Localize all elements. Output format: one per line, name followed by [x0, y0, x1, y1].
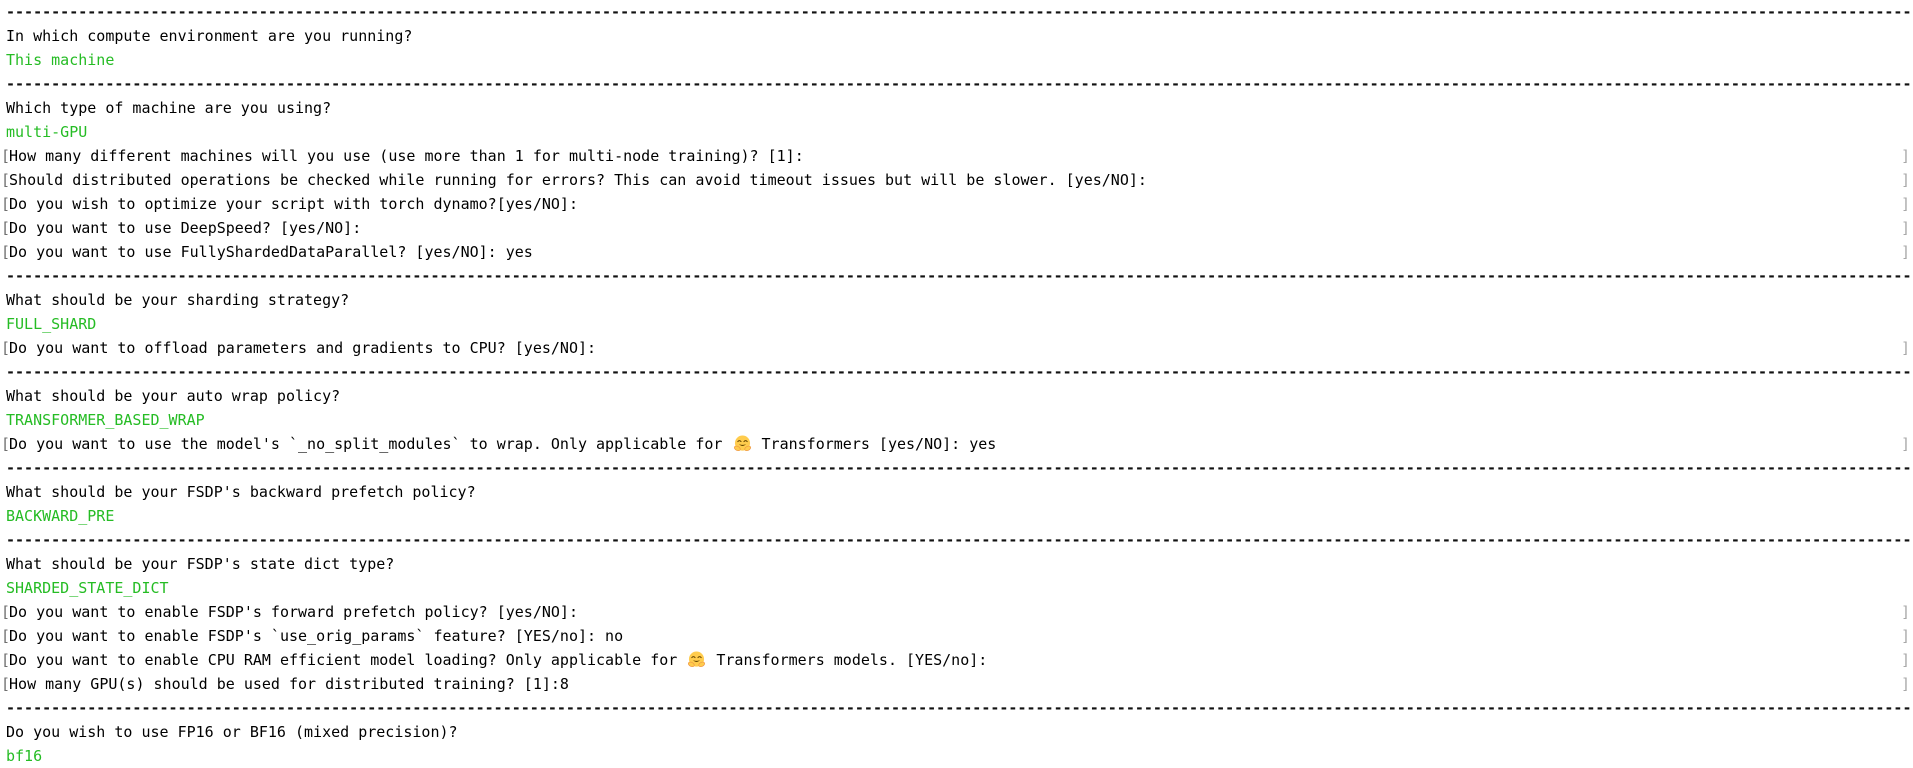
question-line: Which type of machine are you using?: [6, 99, 332, 117]
left-bracket: [: [1, 219, 11, 237]
right-bracket: ]: [1900, 147, 1910, 165]
left-bracket: [: [1, 339, 11, 357]
prompt-line: [How many different machines will you us…: [0, 144, 1913, 168]
prompt-line: [Do you want to offload parameters and g…: [0, 336, 1913, 360]
prompt-line: [How many GPU(s) should be used for dist…: [0, 672, 1913, 696]
answer-line: This machine: [6, 51, 115, 69]
right-bracket: ]: [1900, 675, 1910, 693]
prompt-line: [Do you want to use FullyShardedDataPara…: [0, 240, 1913, 264]
right-bracket: ]: [1900, 243, 1910, 261]
left-bracket: [: [1, 603, 11, 621]
hugging-face-emoji: [733, 435, 751, 452]
hugging-face-emoji: [688, 651, 706, 668]
question-line: Do you wish to use FP16 or BF16 (mixed p…: [6, 723, 458, 741]
question-line: What should be your sharding strategy?: [6, 291, 350, 309]
answer-line: BACKWARD_PRE: [6, 507, 115, 525]
question-line: In which compute environment are you run…: [6, 27, 413, 45]
left-bracket: [: [1, 675, 11, 693]
left-bracket: [: [1, 435, 11, 453]
prompt-line: [Should distributed operations be checke…: [0, 168, 1913, 192]
right-bracket: ]: [1900, 219, 1910, 237]
answer-line: bf16: [6, 747, 43, 765]
prompt-text: Do you want to use the model's `_no_spli…: [9, 435, 997, 453]
prompt-text: Should distributed operations be checked…: [9, 171, 1156, 189]
right-bracket: ]: [1900, 195, 1910, 213]
left-bracket: [: [1, 147, 11, 165]
prompt-text: Do you want to enable FSDP's `use_orig_p…: [9, 627, 624, 645]
left-bracket: [: [1, 195, 11, 213]
left-bracket: [: [1, 171, 11, 189]
right-bracket: ]: [1900, 651, 1910, 669]
prompt-text: Do you want to use FullyShardedDataParal…: [9, 243, 533, 261]
left-bracket: [: [1, 243, 11, 261]
answer-line: multi-GPU: [6, 123, 88, 141]
separator-line: ----------------------------------------…: [6, 267, 1912, 285]
prompt-text: Do you wish to optimize your script with…: [9, 195, 587, 213]
question-line: What should be your auto wrap policy?: [6, 387, 341, 405]
prompt-line: [Do you want to enable CPU RAM efficient…: [0, 648, 1913, 672]
right-bracket: ]: [1900, 603, 1910, 621]
separator-line: ----------------------------------------…: [6, 699, 1912, 717]
right-bracket: ]: [1900, 171, 1910, 189]
right-bracket: ]: [1900, 435, 1910, 453]
prompt-line: [Do you want to use the model's `_no_spl…: [0, 432, 1913, 456]
separator-line: ----------------------------------------…: [6, 75, 1912, 93]
prompt-text: How many different machines will you use…: [9, 147, 813, 165]
answer-line: TRANSFORMER_BASED_WRAP: [6, 411, 205, 429]
answer-line: SHARDED_STATE_DICT: [6, 579, 169, 597]
right-bracket: ]: [1900, 339, 1910, 357]
left-bracket: [: [1, 651, 11, 669]
prompt-text: Do you want to offload parameters and gr…: [9, 339, 606, 357]
prompt-text: Do you want to enable CPU RAM efficient …: [9, 651, 997, 669]
prompt-line: [Do you want to enable FSDP's `use_orig_…: [0, 624, 1913, 648]
question-line: What should be your FSDP's backward pref…: [6, 483, 476, 501]
prompt-line: [Do you want to use DeepSpeed? [yes/NO]:…: [0, 216, 1913, 240]
separator-line: ----------------------------------------…: [6, 531, 1912, 549]
separator-line: ----------------------------------------…: [6, 459, 1912, 477]
answer-line: FULL_SHARD: [6, 315, 97, 333]
separator-line: ----------------------------------------…: [6, 363, 1912, 381]
left-bracket: [: [1, 627, 11, 645]
prompt-text: How many GPU(s) should be used for distr…: [9, 675, 569, 693]
prompt-line: [Do you want to enable FSDP's forward pr…: [0, 600, 1913, 624]
prompt-text: Do you want to use DeepSpeed? [yes/NO]:: [9, 219, 371, 237]
question-line: What should be your FSDP's state dict ty…: [6, 555, 395, 573]
separator-line: ----------------------------------------…: [6, 3, 1912, 21]
right-bracket: ]: [1900, 627, 1910, 645]
prompt-text: Do you want to enable FSDP's forward pre…: [9, 603, 587, 621]
prompt-line: [Do you wish to optimize your script wit…: [0, 192, 1913, 216]
